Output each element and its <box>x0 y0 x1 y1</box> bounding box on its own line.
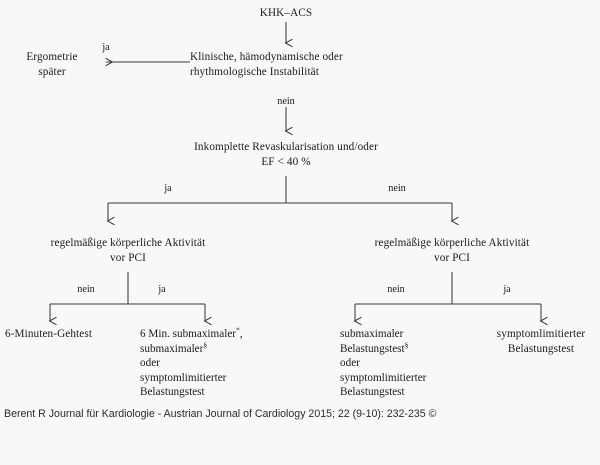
node-ergometrie-spaeter: Ergometrie später <box>26 51 78 78</box>
leaf-line: Belastungstest <box>340 386 405 399</box>
leaf-symptomlimitierter: symptomlimitierter Belastungstest <box>496 328 586 355</box>
leaf-line: symptomlimitierter <box>340 371 427 384</box>
node-khk-acs: KHK–ACS <box>259 7 313 19</box>
edge-label-right-ja: ja <box>503 284 511 295</box>
leaf-line: submaximaler <box>340 328 404 340</box>
node-revaskularisation: Inkomplette Revaskularisation und/oder E… <box>194 141 378 168</box>
edge-label-right-nein: nein <box>387 284 405 295</box>
leaf-line: oder <box>140 357 160 370</box>
superscript-marker: § <box>404 339 409 349</box>
edge-label-revask-nein: nein <box>388 183 406 194</box>
leaf-line: submaximaler§ <box>140 339 208 355</box>
footer-citation: Berent R Journal für Kardiologie - Austr… <box>4 408 437 420</box>
superscript-marker: § <box>203 339 208 349</box>
superscript-marker: * <box>236 325 240 335</box>
leaf-line: oder <box>340 357 360 370</box>
leaf-line: Belastungstest <box>140 386 205 399</box>
edge-label-instability-nein: nein <box>277 96 295 107</box>
edge-label-left-nein: nein <box>77 284 95 295</box>
leaf-line: Belastungstest§ <box>340 339 409 355</box>
node-activity-right: regelmäßige körperliche Aktivität vor PC… <box>374 237 530 264</box>
node-activity-left: regelmäßige körperliche Aktivität vor PC… <box>50 237 206 264</box>
node-instability: Klinische, hämodynamische oder rhythmolo… <box>190 51 343 78</box>
edge-label-instability-ja: ja <box>102 42 110 53</box>
leaf-6-minuten-gehtest: 6-Minuten-Gehtest <box>5 328 93 340</box>
edge-label-left-ja: ja <box>158 284 166 295</box>
leaf-line: symptomlimitierter <box>140 371 227 384</box>
edge-label-revask-ja: ja <box>164 183 172 194</box>
leaf-line: 6 Min. submaximaler*, <box>140 325 243 340</box>
